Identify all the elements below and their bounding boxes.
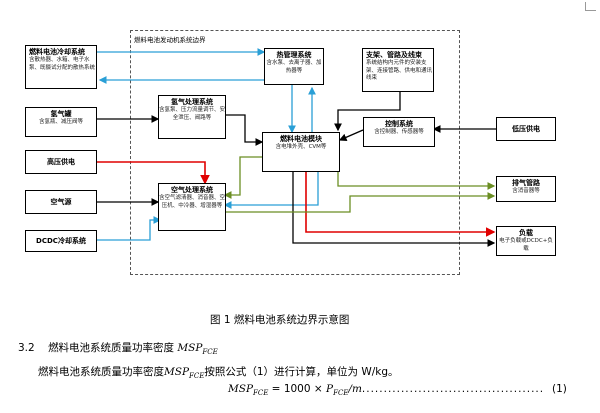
- boundary-label: 燃料电池发动机系统边界: [134, 36, 206, 44]
- cooling-title: 燃料电池冷却系统: [29, 48, 85, 56]
- control-system-box: 控制系统 含控制器、传感器等: [363, 117, 435, 147]
- hydrogen-title: 氢气罐: [50, 110, 72, 118]
- line-stack-to-airproc: [223, 172, 319, 209]
- load-desc: 电子负载或DCDC+负载: [499, 238, 553, 252]
- formula-tail: /m: [348, 383, 362, 395]
- body-paragraph: 燃料电池系统质量功率密度MSPFCE按照公式（1）进行计算，单位为 W/kg。: [38, 364, 399, 380]
- air-title: 空气源: [50, 198, 72, 206]
- system-boundary: [130, 30, 460, 275]
- hproc-title: 氢气处理系统: [171, 98, 213, 106]
- dcdc-cooling-box: DCDC冷却系统: [25, 230, 97, 252]
- line-stack-to-airproc-green: [223, 156, 262, 199]
- para-symbol: MSP: [164, 366, 190, 378]
- formula-p-sub: FCE: [333, 389, 349, 398]
- thermal-title: 热管理系统: [276, 51, 312, 59]
- exhaust-title: 排气管路: [512, 179, 540, 187]
- figure-caption: 图 1 燃料电池系统边界示意图: [210, 314, 350, 326]
- formula-dots: ........................................…: [361, 383, 545, 395]
- exhaust-box: 排气管路 含消音器等: [496, 176, 556, 202]
- airproc-title: 空气处理系统: [171, 186, 213, 194]
- line-dcdc-to-airproc: [96, 216, 162, 241]
- support-piping-box: 支架、管路及线束 系统结构内元件的安装支架、连接管路、供电和通讯线束: [362, 48, 434, 92]
- formula-mid: = 1000 ×: [268, 383, 327, 395]
- low-voltage-box: 低压供电: [496, 117, 556, 141]
- line-airproc-to-exhaust: [225, 192, 496, 213]
- stack-desc: 含电堆外壳、CVM等: [275, 144, 327, 150]
- cooling-desc: 含散热器、水箱、电子水泵、既摄试分配的散热系统: [29, 57, 96, 71]
- hydrogen-desc: 含氢瓶、减压阀等: [38, 119, 83, 125]
- formula-lhs-sub: FCE: [253, 389, 269, 398]
- formula-1: MSPFCE = 1000 × PFCE/m..................…: [228, 383, 544, 397]
- airproc-desc: 含空气滤清器、消音器、空压机、中冷器、增湿器等: [159, 195, 226, 209]
- load-box: 负载 电子负载或DCDC+负载: [496, 226, 556, 256]
- line-stack-to-exhaust: [337, 172, 496, 190]
- section-heading: 3.2 燃料电池系统质量功率密度 MSPFCE: [18, 340, 218, 356]
- line-stack-to-load: [292, 172, 496, 247]
- line-stack-to-load-red: [305, 172, 496, 237]
- exhaust-desc: 含消音器等: [512, 188, 540, 194]
- connection-lines: [96, 48, 496, 247]
- control-title: 控制系统: [385, 120, 413, 128]
- high-voltage-box: 高压供电: [25, 150, 97, 174]
- hydrogen-processing-box: 氢气处理系统 含氢泵、压力流量调节、安全泄压、阀路等: [158, 95, 226, 139]
- section-symbol: MSP: [177, 342, 203, 354]
- formula-lhs: MSP: [228, 383, 254, 395]
- lv-title: 低压供电: [512, 125, 540, 133]
- cooling-system-box: 燃料电池冷却系统 含散热器、水箱、电子水泵、既摄试分配的散热系统: [25, 45, 97, 89]
- hproc-desc: 含氢泵、压力流量调节、安全泄压、阀路等: [159, 107, 226, 121]
- equation-number: (1): [552, 383, 567, 395]
- para-text-before: 燃料电池系统质量功率密度: [38, 366, 164, 378]
- hydrogen-tank-box: 氢气罐 含氢瓶、减压阀等: [25, 107, 97, 137]
- section-number: 3.2: [18, 342, 35, 354]
- thermal-desc: 含水泵、去离子器、加热器等: [266, 60, 322, 74]
- hv-title: 高压供电: [47, 158, 75, 166]
- section-symbol-sub: FCE: [202, 348, 218, 357]
- formula-p: P: [326, 383, 334, 395]
- support-desc: 系统结构内元件的安装支架、连接管路、供电和通讯线束: [366, 60, 433, 81]
- load-title: 负载: [519, 229, 533, 237]
- line-support-to-stack: [334, 92, 401, 132]
- fuel-cell-stack-box: 燃料电池模块 含电堆外壳、CVM等: [262, 132, 340, 172]
- para-symbol-sub: FCE: [189, 372, 205, 381]
- dcdc-title: DCDC冷却系统: [36, 237, 86, 245]
- control-desc: 含控制器、传感器等: [374, 129, 424, 135]
- para-text-after: 按照公式（1）进行计算，单位为 W/kg。: [204, 366, 399, 378]
- air-processing-box: 空气处理系统 含空气滤清器、消音器、空压机、中冷器、增湿器等: [158, 183, 226, 231]
- line-control-to-stack: [338, 129, 364, 141]
- thermal-management-box: 热管理系统 含水泵、去离子器、加热器等: [264, 48, 324, 85]
- page-corner-mark: [585, 2, 596, 11]
- stack-title: 燃料电池模块: [280, 135, 322, 143]
- line-hv-to-airproc: [96, 161, 210, 185]
- section-title: 燃料电池系统质量功率密度: [48, 342, 175, 354]
- air-source-box: 空气源: [25, 190, 97, 214]
- line-hproc-to-stack: [226, 114, 264, 146]
- support-title: 支架、管路及线束: [366, 51, 422, 59]
